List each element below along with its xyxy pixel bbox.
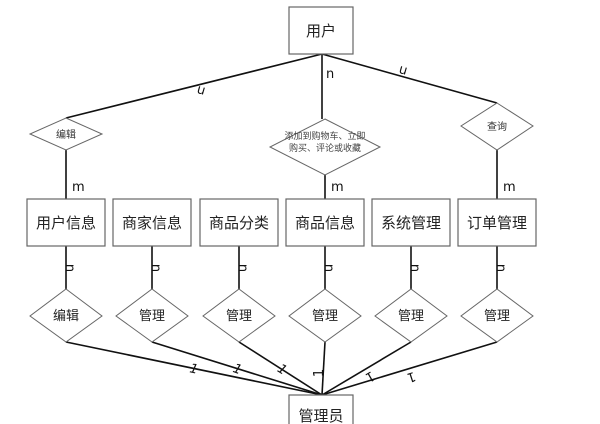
edge-user-edit xyxy=(65,53,323,119)
card-user-edit-n: n xyxy=(195,82,207,99)
relation-manage-4-label: 管理 xyxy=(312,309,338,324)
card-n-1: n xyxy=(62,264,77,272)
edge-rel-admin-4 xyxy=(321,341,326,396)
card-order-m: m xyxy=(503,180,516,195)
relation-edit-bottom: 编辑 xyxy=(29,288,103,343)
entity-goods-info-label: 商品信息 xyxy=(295,214,355,232)
entity-user: 用户 xyxy=(288,6,354,55)
relation-manage-4: 管理 xyxy=(288,288,362,343)
card-n-5: n xyxy=(407,264,422,272)
relation-edit-top: 编辑 xyxy=(28,117,104,151)
card-goodsinfo-m: m xyxy=(331,180,344,195)
entity-admin-label: 管理员 xyxy=(298,407,343,424)
entity-merchant-info: 商家信息 xyxy=(112,198,192,247)
relation-cart: 添加到购物车、立即 购买、评论或收藏 xyxy=(268,118,382,176)
card-1-3: 1 xyxy=(274,361,289,378)
entity-goods-info: 商品信息 xyxy=(285,198,365,247)
edge-rel-admin-5 xyxy=(321,341,412,396)
edge-user-query xyxy=(321,53,498,104)
relation-manage-5: 管理 xyxy=(374,288,448,343)
relation-edit-top-label: 编辑 xyxy=(56,128,76,141)
entity-goods-category: 商品分类 xyxy=(199,198,279,247)
entity-admin: 管理员 xyxy=(288,394,354,424)
relation-edit-bottom-label: 编辑 xyxy=(53,309,79,324)
entity-user-info: 用户信息 xyxy=(26,198,106,247)
card-n-3: n xyxy=(235,264,250,272)
edge-rel-admin-2 xyxy=(151,341,323,396)
edge-rel-admin-6 xyxy=(321,341,498,396)
entity-user-label: 用户 xyxy=(306,22,336,40)
relation-manage-5-label: 管理 xyxy=(398,309,424,324)
entity-order-management-label: 订单管理 xyxy=(467,214,527,232)
edge-rel-admin-1 xyxy=(65,341,323,396)
relation-manage-6-label: 管理 xyxy=(484,309,510,324)
entity-user-info-label: 用户信息 xyxy=(36,214,96,232)
entity-system-management: 系统管理 xyxy=(371,198,451,247)
relation-query-label: 查询 xyxy=(487,120,507,133)
relation-query: 查询 xyxy=(460,102,534,151)
relation-manage-2: 管理 xyxy=(115,288,189,343)
relation-manage-2-label: 管理 xyxy=(139,309,165,324)
relation-manage-6: 管理 xyxy=(460,288,534,343)
card-1-1: 1 xyxy=(188,361,199,377)
card-user-query-n: n xyxy=(397,62,409,79)
card-1-6: 1 xyxy=(405,368,418,385)
relation-manage-3: 管理 xyxy=(202,288,276,343)
entity-goods-category-label: 商品分类 xyxy=(209,214,269,232)
relation-cart-label-line2: 购买、评论或收藏 xyxy=(289,142,361,154)
entity-order-management: 订单管理 xyxy=(457,198,537,247)
card-1-4: 1 xyxy=(312,369,327,377)
entity-merchant-info-label: 商家信息 xyxy=(122,214,182,232)
card-user-cart-n: n xyxy=(326,67,334,82)
card-n-4: n xyxy=(321,264,336,272)
entity-system-management-label: 系统管理 xyxy=(381,214,441,232)
edge-rel-admin-3 xyxy=(238,341,323,396)
card-n-6: n xyxy=(493,264,508,272)
card-userinfo-m: m xyxy=(72,180,85,195)
relation-manage-3-label: 管理 xyxy=(226,309,252,324)
card-n-2: n xyxy=(148,264,163,272)
relation-cart-label-line1: 添加到购物车、立即 xyxy=(284,130,365,142)
